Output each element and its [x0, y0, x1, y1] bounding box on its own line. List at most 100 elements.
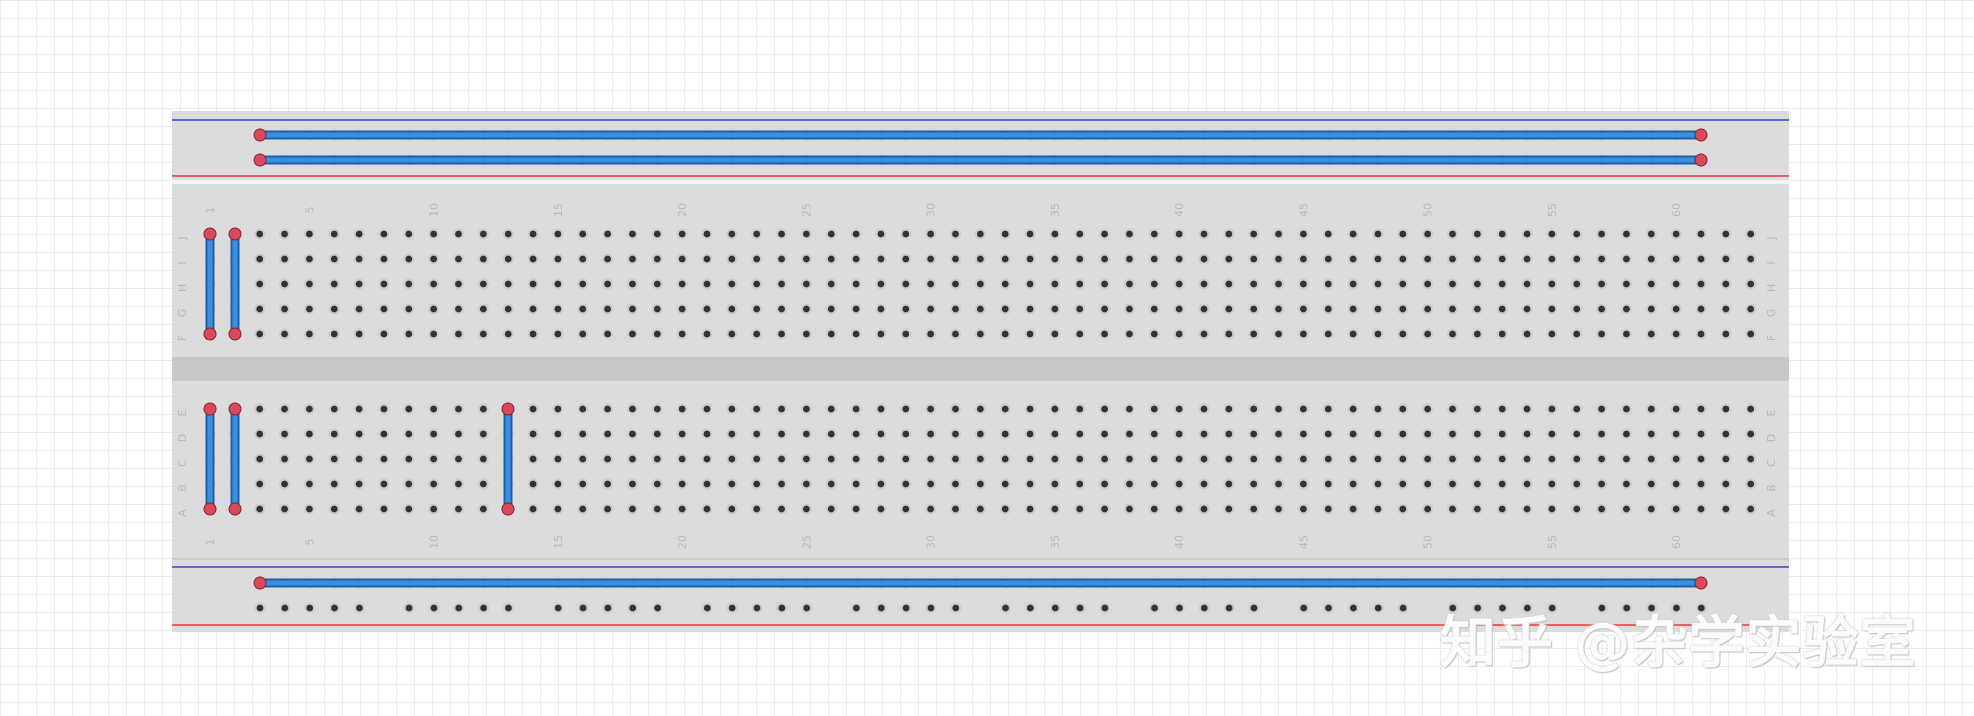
hole[interactable]	[577, 602, 589, 614]
hole[interactable]	[1670, 228, 1682, 240]
hole[interactable]	[1447, 428, 1458, 440]
hole[interactable]	[1149, 602, 1161, 614]
hole[interactable]	[1745, 278, 1757, 290]
wire-end[interactable]	[203, 227, 217, 241]
hole[interactable]	[1297, 478, 1309, 490]
hole[interactable]	[651, 453, 663, 465]
hole[interactable]	[1521, 602, 1533, 614]
hole[interactable]	[254, 303, 266, 315]
wire-bottom-rail[interactable]	[253, 576, 1708, 590]
hole[interactable]	[279, 453, 291, 465]
hole[interactable]	[453, 228, 464, 240]
hole[interactable]	[776, 278, 788, 290]
hole[interactable]	[527, 253, 539, 265]
hole[interactable]	[1571, 228, 1583, 240]
hole[interactable]	[1223, 328, 1235, 340]
hole[interactable]	[1297, 428, 1309, 440]
hole[interactable]	[527, 453, 539, 465]
hole[interactable]	[1273, 503, 1285, 515]
hole[interactable]	[950, 278, 961, 290]
hole[interactable]	[751, 303, 763, 315]
hole[interactable]	[1496, 228, 1508, 240]
hole[interactable]	[1024, 503, 1036, 515]
hole[interactable]	[254, 328, 266, 340]
hole[interactable]	[477, 428, 489, 440]
hole[interactable]	[303, 503, 315, 515]
hole[interactable]	[477, 228, 489, 240]
hole[interactable]	[353, 602, 365, 614]
hole[interactable]	[1745, 428, 1757, 440]
hole[interactable]	[1297, 453, 1309, 465]
hole[interactable]	[651, 428, 663, 440]
hole[interactable]	[1322, 278, 1334, 290]
hole[interactable]	[1148, 278, 1160, 290]
hole[interactable]	[1273, 253, 1285, 265]
hole[interactable]	[776, 453, 788, 465]
hole[interactable]	[1347, 253, 1359, 265]
hole[interactable]	[279, 228, 291, 240]
hole[interactable]	[1223, 278, 1235, 290]
hole[interactable]	[1497, 602, 1508, 614]
hole[interactable]	[1745, 228, 1757, 240]
wire-end[interactable]	[228, 402, 242, 416]
hole[interactable]	[1347, 503, 1359, 515]
hole[interactable]	[1148, 328, 1160, 340]
hole[interactable]	[1471, 253, 1483, 265]
hole[interactable]	[254, 228, 266, 240]
hole[interactable]	[1720, 278, 1732, 290]
hole[interactable]	[1720, 503, 1732, 515]
hole[interactable]	[478, 602, 490, 614]
hole[interactable]	[1745, 328, 1757, 340]
hole[interactable]	[999, 253, 1011, 265]
hole[interactable]	[1397, 602, 1409, 614]
hole[interactable]	[1198, 228, 1210, 240]
hole[interactable]	[1745, 478, 1757, 490]
hole[interactable]	[701, 428, 713, 440]
hole[interactable]	[850, 478, 862, 490]
hole[interactable]	[800, 278, 812, 290]
hole[interactable]	[303, 328, 315, 340]
hole[interactable]	[1645, 278, 1657, 290]
wire-col1-lower[interactable]	[203, 402, 217, 516]
hole[interactable]	[428, 602, 440, 614]
hole[interactable]	[1173, 602, 1185, 614]
hole[interactable]	[974, 478, 986, 490]
hole[interactable]	[1099, 278, 1111, 290]
hole[interactable]	[1397, 253, 1409, 265]
hole[interactable]	[676, 328, 688, 340]
hole[interactable]	[1024, 478, 1036, 490]
hole[interactable]	[1123, 428, 1135, 440]
hole[interactable]	[850, 453, 862, 465]
hole[interactable]	[1248, 253, 1260, 265]
hole[interactable]	[1148, 503, 1160, 515]
hole[interactable]	[1074, 602, 1086, 614]
hole[interactable]	[1322, 403, 1334, 415]
hole[interactable]	[651, 303, 663, 315]
hole[interactable]	[1496, 303, 1508, 315]
hole[interactable]	[925, 303, 937, 315]
hole[interactable]	[950, 403, 961, 415]
hole[interactable]	[552, 453, 564, 465]
hole[interactable]	[1397, 303, 1409, 315]
wire-end[interactable]	[501, 502, 515, 516]
hole[interactable]	[453, 428, 464, 440]
hole[interactable]	[1471, 303, 1483, 315]
hole[interactable]	[1173, 253, 1185, 265]
wire-col2-lower[interactable]	[228, 402, 242, 516]
hole[interactable]	[776, 253, 788, 265]
hole[interactable]	[800, 253, 812, 265]
hole[interactable]	[825, 478, 837, 490]
hole[interactable]	[1198, 278, 1210, 290]
hole[interactable]	[1646, 602, 1658, 614]
hole[interactable]	[1024, 428, 1036, 440]
hole[interactable]	[1297, 303, 1309, 315]
hole[interactable]	[1471, 328, 1483, 340]
hole[interactable]	[254, 428, 266, 440]
hole[interactable]	[1248, 278, 1260, 290]
hole[interactable]	[751, 428, 763, 440]
hole[interactable]	[676, 278, 688, 290]
hole[interactable]	[1422, 253, 1434, 265]
hole[interactable]	[900, 453, 912, 465]
hole[interactable]	[403, 602, 415, 614]
hole[interactable]	[1521, 228, 1533, 240]
